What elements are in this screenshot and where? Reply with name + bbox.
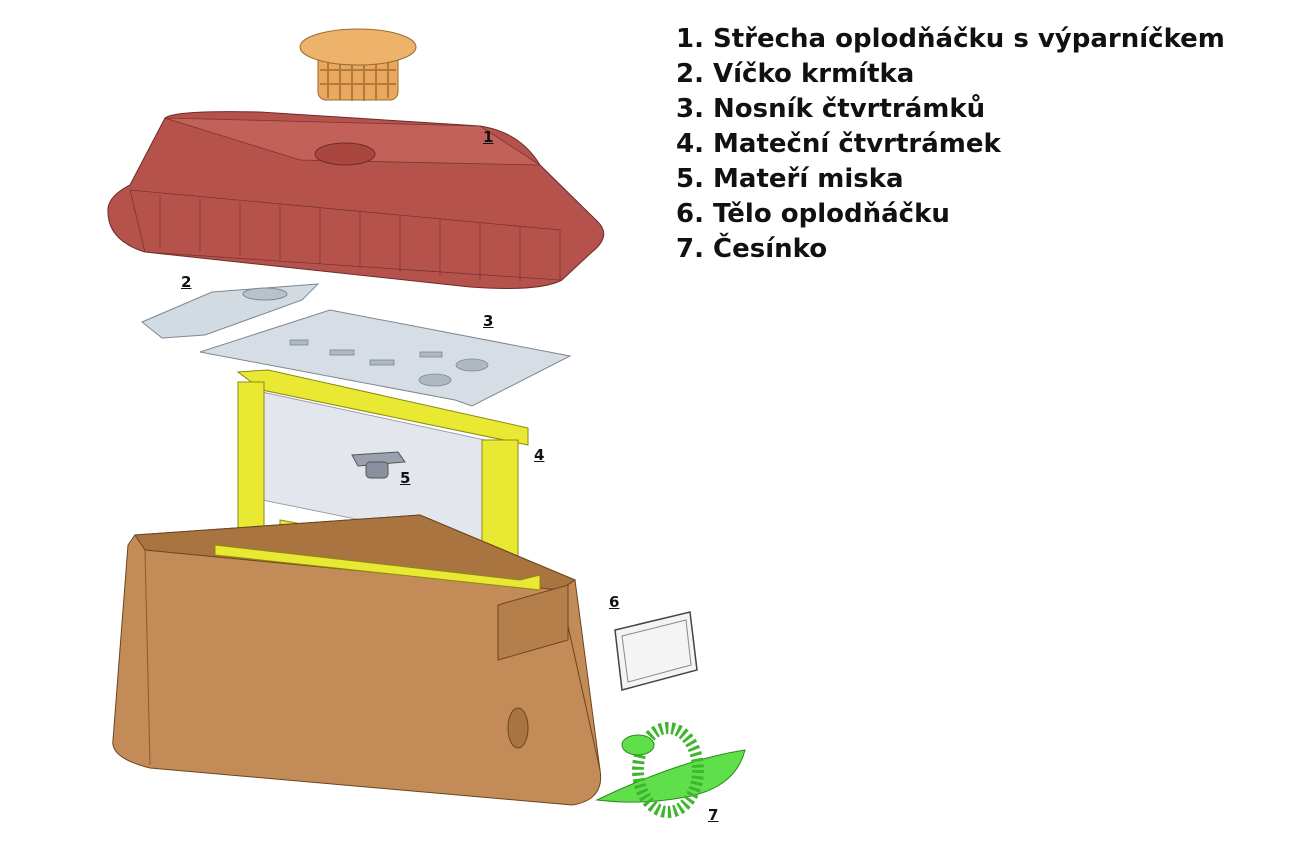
vaporizer-part (299, 28, 417, 101)
callout-3: 3 (483, 312, 494, 330)
entrance-part (595, 722, 746, 818)
legend-item: 5. Mateří miska (676, 164, 904, 194)
legend-item: 6. Tělo oplodňáčku (676, 199, 950, 229)
legend-item: 3. Nosník čtvrtrámků (676, 94, 986, 124)
roof-part (107, 111, 605, 289)
callout-7: 7 (708, 806, 719, 824)
legend-item: 7. Česínko (676, 234, 828, 264)
callout-6: 6 (609, 593, 620, 611)
parts-legend: 1. Střecha oplodňáčku s výparníčkem 2. V… (676, 22, 1225, 267)
callout-5: 5 (400, 469, 411, 487)
callout-1: 1 (483, 128, 494, 146)
hive-body-part (112, 514, 602, 806)
queen-cup-part (351, 451, 406, 479)
legend-item: 2. Víčko krmítka (676, 59, 915, 89)
callout-4: 4 (534, 446, 545, 464)
window-part (614, 611, 698, 691)
frame-carrier-part (199, 309, 572, 407)
legend-item: 1. Střecha oplodňáčku s výparníčkem (676, 24, 1225, 54)
callout-2: 2 (181, 273, 192, 291)
legend-item: 4. Mateční čtvrtrámek (676, 129, 1001, 159)
